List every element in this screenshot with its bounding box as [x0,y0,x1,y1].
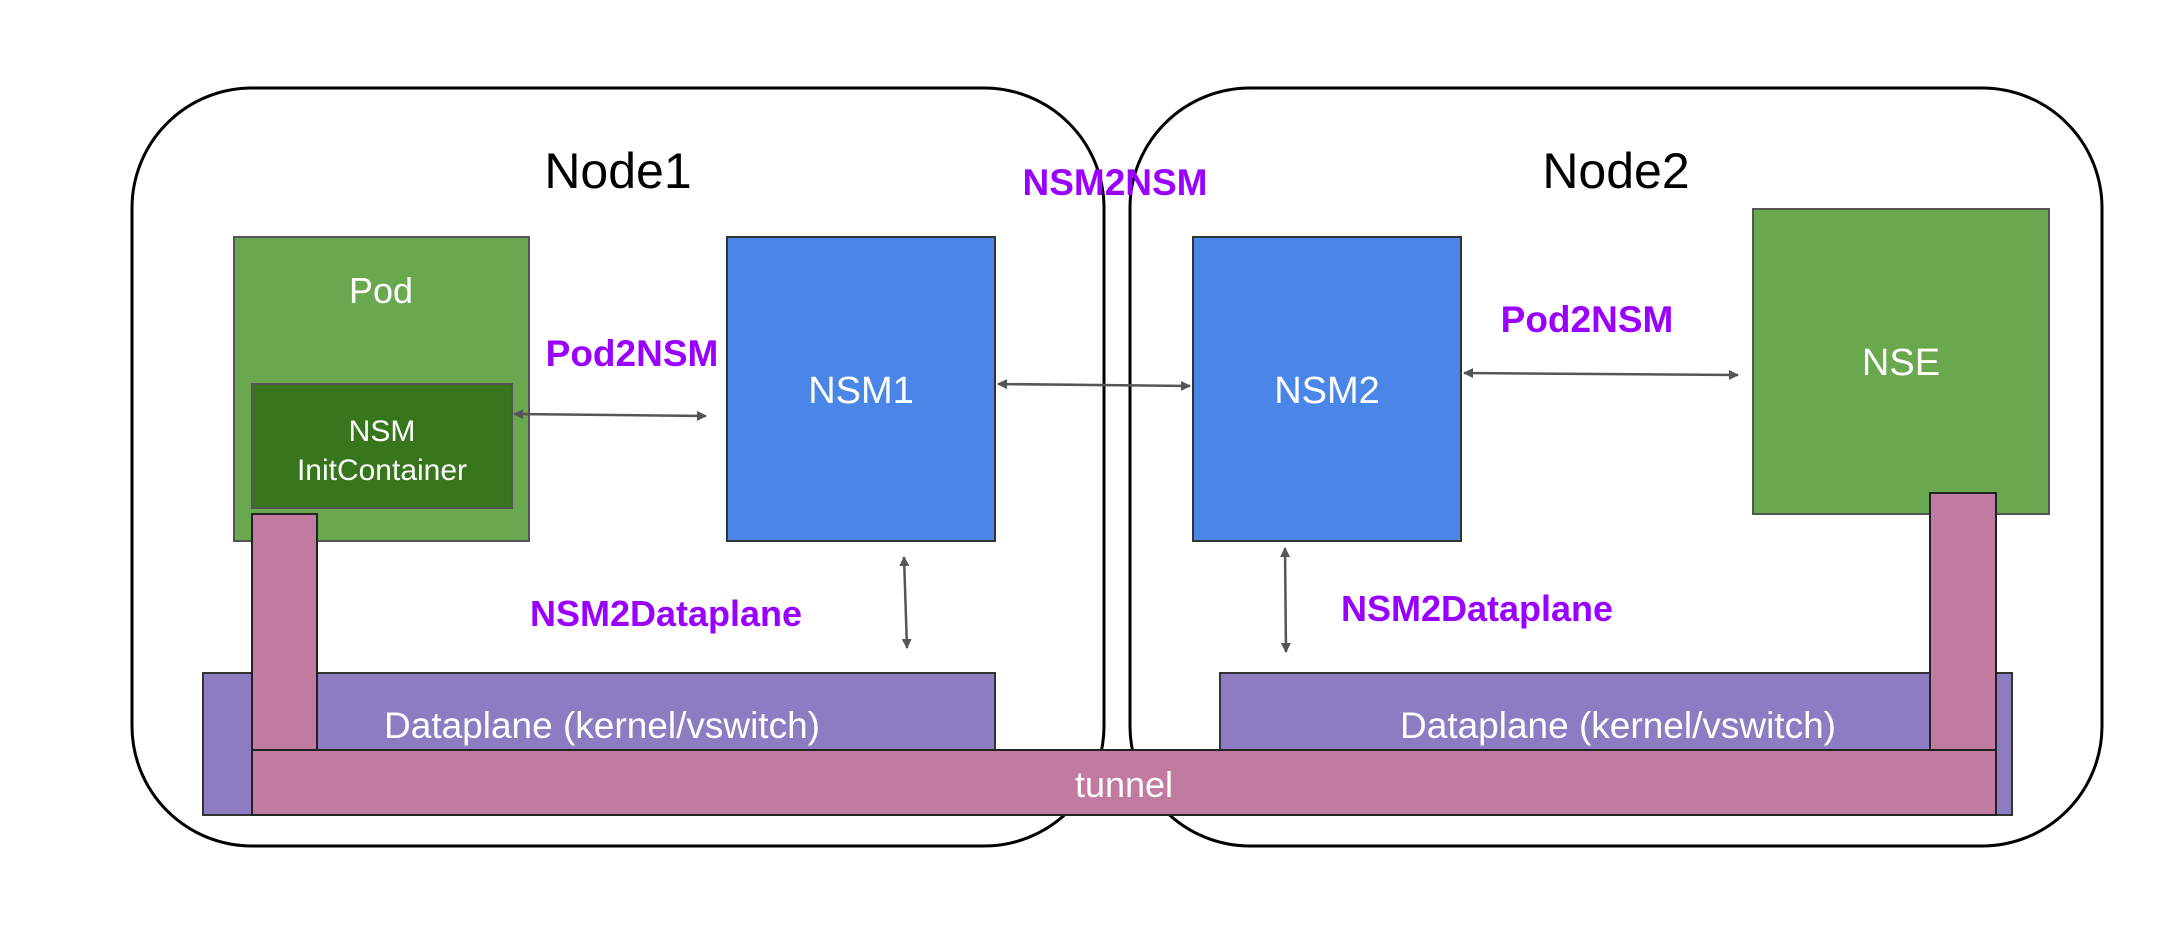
arrow-nsm1-to-dataplane [899,556,912,649]
arrow-nsm2-to-dataplane [1280,547,1291,653]
init-container-label-line2: InitContainer [297,454,467,487]
arrow-nsm2-to-nse [1463,368,1739,380]
nse-box [1752,208,2050,515]
node1-title: Node1 [544,143,691,199]
pod-label: Pod [349,270,413,311]
nsm-init-container [251,383,513,509]
node1-container [130,86,1106,848]
nsm1-label: NSM1 [808,370,914,412]
nsm2-box [1192,236,1462,542]
nsm2dataplane-node1-label: NSM2Dataplane [530,593,802,634]
init-container-label-line1: NSM [349,415,416,448]
nsm1-box [726,236,996,542]
tunnel-bar [251,749,1997,816]
arrow-nsm1-to-nsm2 [997,379,1191,391]
pod2nsm-node2-label: Pod2NSM [1501,299,1674,340]
dataplane-node1-label: Dataplane (kernel/vswitch) [384,705,820,746]
nsm2-label: NSM2 [1274,370,1380,412]
pod2nsm-node1-label: Pod2NSM [546,333,719,374]
arrow-pod-to-nsm1 [513,409,707,421]
node2-title: Node2 [1542,143,1689,199]
node2-container [1128,86,2104,848]
nsm2nsm-label: NSM2NSM [1022,162,1207,203]
dataplane-node2-label: Dataplane (kernel/vswitch) [1400,705,1836,746]
nsm2dataplane-node2-label: NSM2Dataplane [1341,588,1613,629]
tunnel-label: tunnel [1075,764,1173,805]
nse-label: NSE [1862,342,1940,384]
